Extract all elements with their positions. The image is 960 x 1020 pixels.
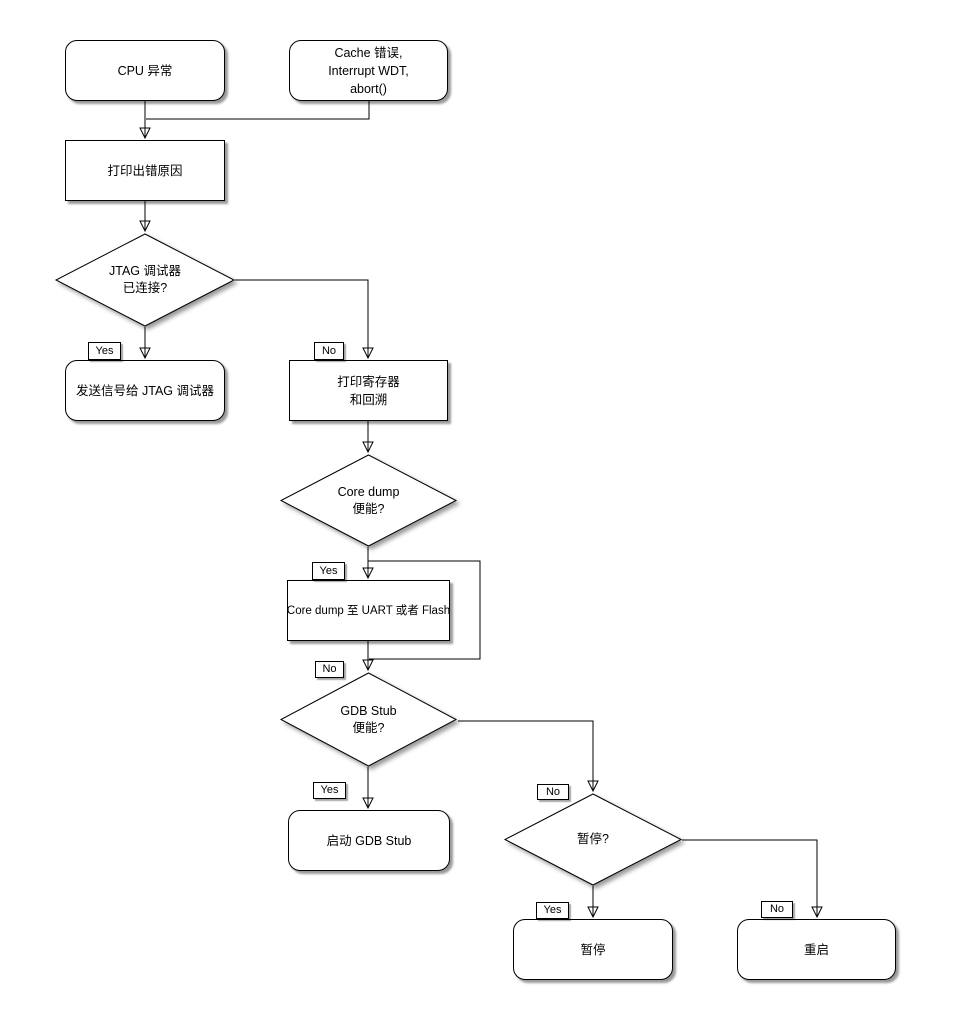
node-gdb-stub-enabled-decision: GDB Stub 便能?: [279, 672, 458, 767]
node-print-registers-line2: 和回溯: [349, 392, 388, 407]
edge-label-core-dump-no: No: [315, 661, 344, 678]
node-cache-error: Cache 错误, Interrupt WDT, abort(): [289, 40, 448, 101]
node-print-error-cause-label: 打印出错原因: [107, 163, 183, 178]
node-halt: 暂停: [513, 919, 673, 980]
node-core-dump-to-uart-flash: Core dump 至 UART 或者 Flash: [287, 580, 450, 641]
node-cache-error-line2: Interrupt WDT,: [328, 63, 409, 78]
edge-label-core-dump-yes: Yes: [312, 562, 345, 580]
node-print-registers-line1: 打印寄存器: [337, 374, 400, 389]
node-cpu-exception-label: CPU 异常: [117, 63, 173, 78]
edge-jtag-no: [235, 279, 368, 357]
node-cpu-exception: CPU 异常: [65, 40, 225, 101]
node-gdb-stub-enabled-text: GDB Stub 便能?: [340, 703, 397, 735]
edge-coredump-no-bypass: [368, 560, 481, 660]
edge-halt-no: [682, 839, 817, 916]
edge-gdb-no: [458, 720, 593, 790]
edge-label-halt-yes: Yes: [536, 902, 569, 919]
node-reboot: 重启: [737, 919, 896, 980]
edge-cache-merge: [146, 101, 370, 120]
diamond-shape: [54, 233, 236, 327]
node-halt-question-text: 暂停?: [577, 832, 609, 846]
edge-label-jtag-no: No: [314, 342, 344, 360]
node-halt-label: 暂停: [580, 942, 606, 957]
node-cache-error-line1: Cache 错误,: [334, 45, 403, 60]
diamond-shape: [503, 793, 683, 886]
node-cache-error-line3: abort(): [350, 81, 387, 96]
edge-label-gdb-no: No: [537, 784, 569, 800]
edge-label-halt-no: No: [761, 901, 793, 918]
diamond-shape: [279, 672, 458, 767]
node-jtag-connected-decision: JTAG 调试器 已连接?: [54, 233, 236, 327]
node-core-dump-enabled-text: Core dump 便能?: [337, 484, 400, 516]
node-print-error-cause: 打印出错原因: [65, 140, 225, 201]
edge-label-gdb-yes: Yes: [313, 782, 346, 799]
node-core-dump-to-uart-flash-label: Core dump 至 UART 或者 Flash: [286, 604, 451, 617]
node-send-signal-jtag: 发送信号给 JTAG 调试器: [65, 360, 225, 421]
node-core-dump-enabled-decision: Core dump 便能?: [279, 454, 458, 547]
node-send-signal-jtag-label: 发送信号给 JTAG 调试器: [76, 383, 214, 398]
node-halt-question-decision: 暂停?: [503, 793, 683, 886]
node-start-gdb-stub: 启动 GDB Stub: [288, 810, 450, 871]
node-print-registers: 打印寄存器 和回溯: [289, 360, 448, 421]
node-start-gdb-stub-label: 启动 GDB Stub: [326, 833, 412, 848]
edge-label-jtag-yes: Yes: [88, 342, 121, 360]
node-jtag-connected-text: JTAG 调试器 已连接?: [109, 264, 181, 295]
diamond-shape: [279, 454, 458, 547]
node-reboot-label: 重启: [803, 942, 829, 957]
